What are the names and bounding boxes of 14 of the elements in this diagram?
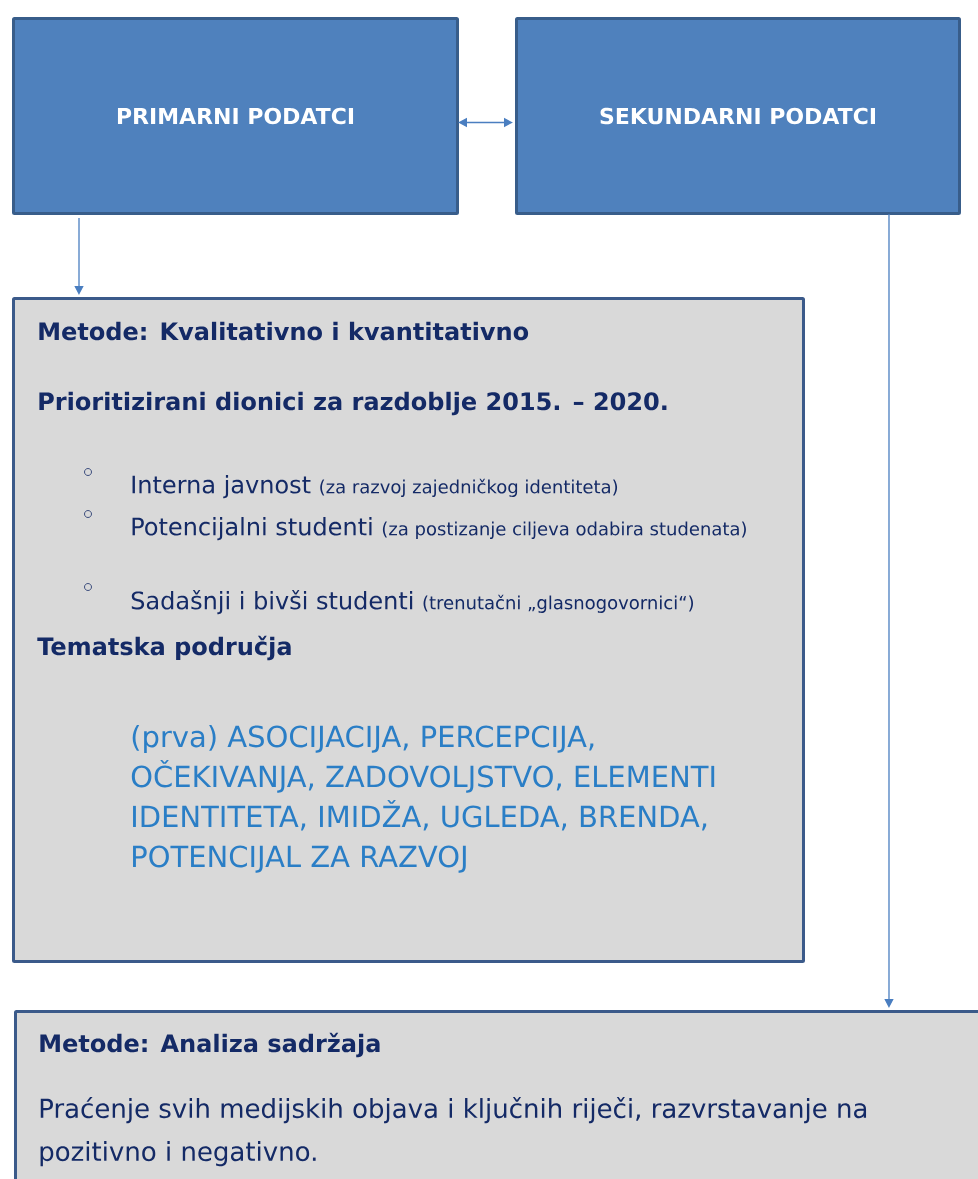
topic-text: (prva) ASOCIJACIJA, PERCEPCIJA, OČEKIVANJA, ZADOVOLJSTVO, ELEMENTI IDENTITETA, IMIDŽA, UGLEDA, BRENDA, POTENCIJAL ZA RAZVOJ [131, 725, 715, 873]
section-heading: Prioritizirani dionici za razdoblje 2015. – 2020. [39, 391, 667, 416]
data-box: SEKUNDARNI PODATCI [515, 17, 961, 215]
body-text: Praćenje svih medijskih objava i ključnih riječi, razvrstavanje na pozitivno i negativno. [40, 1097, 867, 1167]
stakeholder-item: Interna javnost (za razvoj zajedničkog identiteta) [132, 475, 618, 499]
arrow [74, 217, 84, 295]
data-box: PRIMARNI PODATCI [12, 17, 459, 215]
section-heading: Metode: Kvalitativno i kvantitativno [39, 321, 529, 341]
stakeholder-item: Sadašnji i bivši studenti (trenutačni „glasnogovornici“) [131, 590, 693, 615]
arrow [458, 117, 513, 128]
section-heading: Metode: Analiza sadržaja [40, 1032, 380, 1058]
arrow [884, 213, 894, 1008]
section-heading: Tematska područja [37, 635, 291, 661]
stakeholder-item: Potencijalni studenti (za postizanje ciljeva odabira studenata) [132, 517, 746, 541]
